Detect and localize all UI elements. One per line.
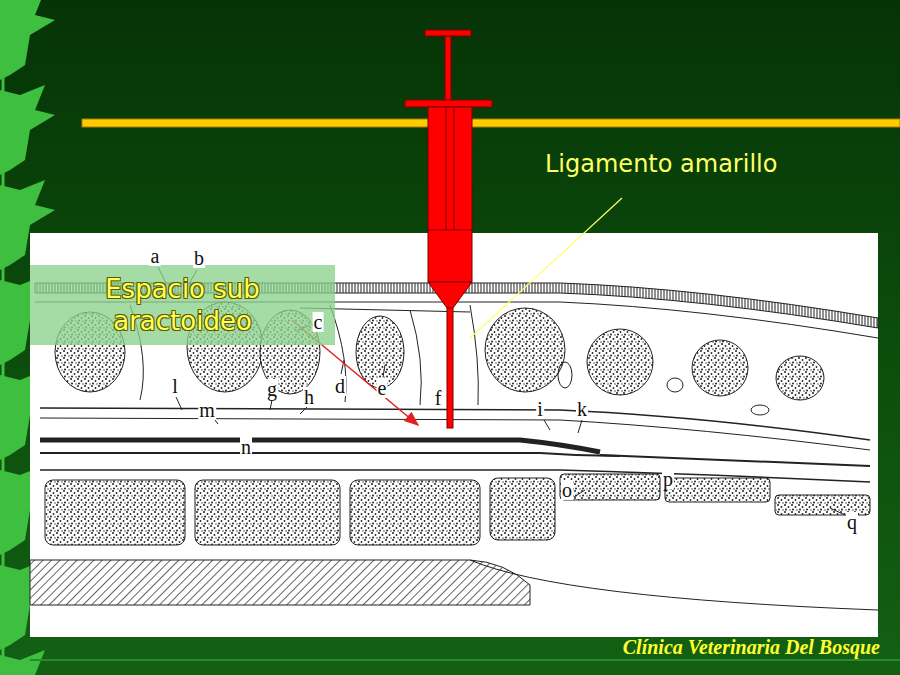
leaf-decoration (0, 650, 45, 675)
callout-letter: i (536, 399, 544, 419)
syringe (454, 107, 455, 230)
callout-label: Ligamento amarillo (545, 150, 777, 178)
callout-letter: g (266, 379, 278, 399)
syringe (447, 308, 453, 428)
pointer-line (470, 198, 622, 338)
spine-section (195, 480, 340, 545)
leader-line (578, 420, 582, 433)
spine-section (665, 478, 770, 502)
spine-section (692, 340, 748, 396)
callout-letter: e (377, 378, 388, 398)
spine-section (485, 308, 565, 392)
leader-line (270, 400, 272, 410)
accent-bar (82, 119, 900, 127)
spine-section (776, 356, 824, 400)
syringe (428, 282, 472, 308)
spine-section (600, 455, 870, 466)
spine-section (490, 478, 555, 540)
spine-section (667, 378, 683, 392)
leader-line (383, 365, 385, 377)
syringe (425, 30, 471, 36)
callout-letter: f (434, 388, 443, 408)
spine-section (40, 453, 620, 456)
spine-section (40, 440, 600, 452)
syringe (405, 30, 492, 428)
leaf-decoration (0, 0, 55, 80)
leader-line (300, 407, 307, 414)
spine-section (751, 405, 769, 415)
spine-section (410, 310, 421, 405)
syringe (428, 107, 472, 282)
leader-line (574, 490, 585, 497)
spine-section (587, 329, 653, 395)
illustration-panel (30, 233, 878, 637)
callout-letter: m (198, 400, 216, 420)
callout-letter: k (576, 399, 588, 419)
spine-section (470, 560, 878, 610)
callout-text: Espacio sub aractoideo (50, 273, 315, 337)
spine-section (40, 418, 870, 450)
leaf-decoration (0, 85, 55, 175)
spine-section (558, 362, 572, 388)
footer-text: Clínica Veterinaria Del Bosque (623, 635, 880, 659)
spine-section (560, 474, 660, 500)
illustration-panel (30, 233, 900, 660)
syringe (446, 107, 447, 230)
callout-letter: b (193, 248, 205, 268)
leader-line (544, 420, 550, 430)
callout-letter: p (662, 469, 674, 489)
spine-section (470, 305, 478, 405)
callout-letter: l (171, 376, 179, 396)
callout-letter: n (240, 437, 252, 457)
callout-letter: a (150, 246, 161, 266)
accent-bar (82, 119, 900, 127)
syringe (405, 100, 492, 107)
callout-letter: c (313, 312, 324, 332)
spine-section (45, 480, 185, 545)
leader-line (176, 397, 182, 410)
callout-box: Espacio sub aractoideo (30, 265, 335, 345)
leader-line (830, 508, 845, 515)
spine-section (30, 560, 530, 605)
callout-letter: q (846, 512, 858, 532)
syringe (428, 230, 472, 231)
spine-section (350, 480, 480, 545)
callout-letter: d (334, 376, 346, 396)
syringe (445, 36, 451, 102)
callout-letter: h (303, 387, 315, 407)
illustration-panel (30, 659, 900, 661)
callout-letter: o (561, 480, 573, 500)
